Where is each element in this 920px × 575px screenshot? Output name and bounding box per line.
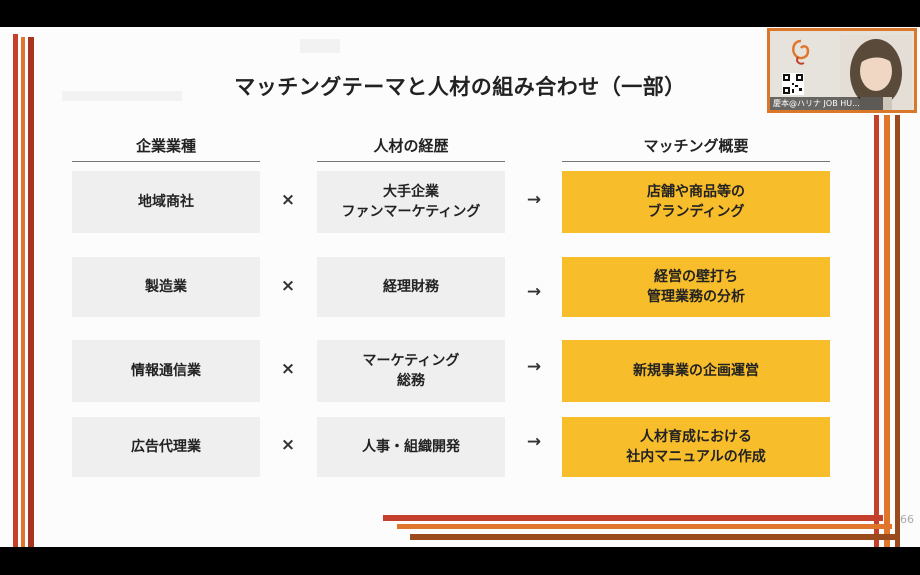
decor-bar-left-2 xyxy=(21,37,25,547)
slide-title: マッチングテーマと人材の組み合わせ（一部） xyxy=(234,75,686,99)
cross-symbol: × xyxy=(280,190,296,210)
industry-cell: 地域商社 xyxy=(72,171,260,233)
participant-video-tile[interactable]: 慶本@ハリナ JOB HU... xyxy=(767,28,917,113)
industry-cell: 情報通信業 xyxy=(72,340,260,402)
qr-code-icon xyxy=(782,73,804,95)
cross-symbol: × xyxy=(280,276,296,296)
career-cell: 人事・組織開発 xyxy=(317,417,505,477)
arrow-icon: → xyxy=(526,190,542,210)
page-number: 66 xyxy=(900,513,914,526)
header-industry: 企業業種 xyxy=(72,135,260,162)
arrow-icon: → xyxy=(526,432,542,452)
decor-bar-bottom-3 xyxy=(410,534,900,540)
industry-cell: 製造業 xyxy=(72,257,260,317)
summary-cell: 経営の壁打ち 管理業務の分析 xyxy=(562,257,830,317)
participant-video-image xyxy=(840,35,912,110)
decor-bar-bottom-1 xyxy=(383,515,883,521)
career-cell: 経理財務 xyxy=(317,257,505,317)
decor-bar-left-3 xyxy=(28,37,34,547)
industry-cell: 広告代理業 xyxy=(72,417,260,477)
company-logo-icon xyxy=(792,39,810,65)
decor-bar-bottom-2 xyxy=(397,524,892,529)
career-cell: マーケティング 総務 xyxy=(317,340,505,402)
presentation-slide: マッチングテーマと人材の組み合わせ（一部） 企業業種 人材の経歴 マッチング概要… xyxy=(0,27,920,547)
decor-bar-right-3 xyxy=(895,115,900,547)
cross-symbol: × xyxy=(280,359,296,379)
decor-bar-right-2 xyxy=(884,115,890,547)
header-career: 人材の経歴 xyxy=(317,135,505,162)
arrow-icon: → xyxy=(526,357,542,377)
summary-cell: 新規事業の企画運営 xyxy=(562,340,830,402)
arrow-icon: → xyxy=(526,282,542,302)
faded-placeholder xyxy=(300,39,340,53)
decor-bar-right-1 xyxy=(874,115,879,547)
summary-cell: 店舗や商品等の ブランディング xyxy=(562,171,830,233)
header-summary: マッチング概要 xyxy=(562,135,830,162)
career-cell: 大手企業 ファンマーケティング xyxy=(317,171,505,233)
summary-cell: 人材育成における 社内マニュアルの作成 xyxy=(562,417,830,477)
faded-placeholder xyxy=(62,91,182,101)
participant-name-label: 慶本@ハリナ JOB HU... xyxy=(770,97,883,110)
cross-symbol: × xyxy=(280,435,296,455)
decor-bar-left-1 xyxy=(13,34,18,547)
